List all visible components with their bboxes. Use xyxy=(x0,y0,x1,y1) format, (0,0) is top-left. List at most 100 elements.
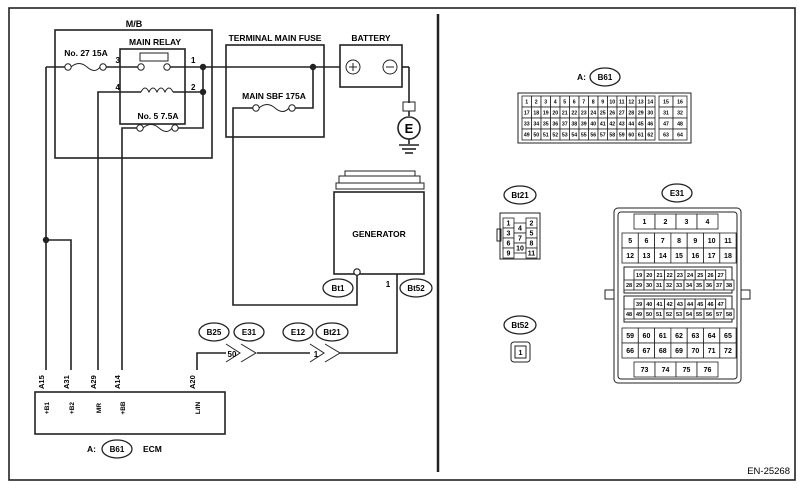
b61-pin: 63 xyxy=(663,132,669,138)
junction-2-pin: 1 xyxy=(314,350,319,359)
e31-pin: 41 xyxy=(656,302,662,308)
bt52-body xyxy=(510,341,531,363)
battery-block: BATTERY E xyxy=(339,33,421,154)
e31-pin: 66 xyxy=(626,348,634,355)
splice-relay-1 xyxy=(199,63,207,71)
e31-pin: 9 xyxy=(693,238,697,245)
battery-plus-terminal xyxy=(345,59,361,75)
b61-pin: 54 xyxy=(571,132,577,138)
b61-pin: 62 xyxy=(647,132,653,138)
terminal-main-fuse-label: TERMINAL MAIN FUSE xyxy=(229,33,322,43)
b61-pin: 41 xyxy=(600,121,606,127)
fuse-27-terminal-b xyxy=(99,63,107,71)
e31-pin: 47 xyxy=(718,302,724,308)
bt21-pin: 4 xyxy=(518,226,522,233)
e31-pin: 50 xyxy=(646,312,652,318)
e31-pin: 12 xyxy=(626,253,634,260)
e31-pin: 52 xyxy=(666,312,672,318)
b61-pin: 6 xyxy=(573,99,576,105)
e31-pin: 68 xyxy=(659,348,667,355)
sbf-terminal-b xyxy=(288,104,296,112)
b61-pin: 58 xyxy=(609,132,615,138)
bt21-name: Bt21 xyxy=(511,191,529,200)
sbf-element xyxy=(258,104,290,112)
fuse-27-element xyxy=(70,63,101,71)
generator-top-cap xyxy=(344,170,416,177)
splice-battery-plus xyxy=(309,63,317,71)
e31-pin: 39 xyxy=(636,302,642,308)
e31-oval xyxy=(661,183,693,203)
bt21-pin: 2 xyxy=(530,221,534,228)
splice-a15-a31 xyxy=(42,236,50,244)
b61-pin: 24 xyxy=(590,110,596,116)
frame-id: EN-25268 xyxy=(747,466,790,477)
connector-bt52-oval xyxy=(399,278,433,298)
e31-pin: 63 xyxy=(691,333,699,340)
ecm-label: ECM xyxy=(143,444,162,454)
terminal-main-fuse-block: TERMINAL MAIN FUSE MAIN SBF 175A xyxy=(225,33,325,138)
e31-pin: 59 xyxy=(626,333,634,340)
b61-pin: 55 xyxy=(581,132,587,138)
e31-pin: 10 xyxy=(708,238,716,245)
relay-pin-4: 4 xyxy=(116,83,121,92)
e31-pin: 62 xyxy=(675,333,683,340)
e31-pin: 13 xyxy=(643,253,651,260)
main-sbf-label: MAIN SBF 175A xyxy=(242,91,306,101)
b61-pin: 44 xyxy=(628,121,634,127)
e31-pin: 29 xyxy=(636,283,642,289)
e31-pin-cell xyxy=(723,279,735,291)
e31-pin-cell xyxy=(696,213,719,230)
generator-box xyxy=(333,191,425,275)
b61-pin: 20 xyxy=(552,110,558,116)
e31-pin: 67 xyxy=(643,348,651,355)
b61-pin-cell xyxy=(645,128,656,141)
b61-pin: 17 xyxy=(524,110,530,116)
b61-pin: 33 xyxy=(524,121,530,127)
b61-oval xyxy=(589,67,621,87)
e31-pin: 19 xyxy=(636,273,642,279)
bt21-latch xyxy=(496,228,502,242)
generator-label: GENERATOR xyxy=(352,229,406,239)
b61-pin: 9 xyxy=(601,99,604,105)
ecm-prefix: A: xyxy=(87,444,96,454)
bt21-pin-cell xyxy=(525,247,538,259)
b61-pin: 51 xyxy=(543,132,549,138)
e31-pin: 25 xyxy=(697,273,703,279)
mb-label: M/B xyxy=(126,19,143,29)
junction-2: E12 Bt21 1 xyxy=(282,322,349,363)
b61-pin: 5 xyxy=(563,99,566,105)
bt52-oval xyxy=(503,315,537,335)
e31-pin: 23 xyxy=(677,273,683,279)
ecm-pin-name: +B2 xyxy=(69,402,76,414)
e31-pin-cell xyxy=(723,308,735,320)
e31-pin: 7 xyxy=(661,238,665,245)
e31-pin: 8 xyxy=(677,238,681,245)
b61-pin: 21 xyxy=(562,110,568,116)
bt21-pin: 8 xyxy=(530,241,534,248)
b61-pin: 52 xyxy=(552,132,558,138)
e31-pin: 35 xyxy=(696,283,702,289)
bt21-pin: 6 xyxy=(507,241,511,248)
junction-2-conn-b-oval xyxy=(315,322,349,342)
ecm-box xyxy=(34,391,226,435)
e31-pin: 17 xyxy=(708,253,716,260)
e31-pin: 74 xyxy=(662,367,670,374)
e31-pin: 15 xyxy=(675,253,683,260)
b61-body xyxy=(517,92,692,144)
b61-pin: 50 xyxy=(533,132,539,138)
junction-1-pin: 50 xyxy=(228,350,237,359)
e31-pin: 40 xyxy=(646,302,652,308)
e31-pin: 45 xyxy=(697,302,703,308)
connector-bt52: Bt52 xyxy=(407,284,425,293)
relay-contact-left xyxy=(137,63,145,71)
ecm-pin-name: +B1 xyxy=(44,402,51,414)
b61-pin: 57 xyxy=(600,132,606,138)
e31-pin: 58 xyxy=(726,312,732,318)
b61-pin: 8 xyxy=(592,99,595,105)
ecm-pin-number: A29 xyxy=(89,375,98,389)
b61-pin: 25 xyxy=(600,110,606,116)
main-relay-label: MAIN RELAY xyxy=(129,37,181,47)
